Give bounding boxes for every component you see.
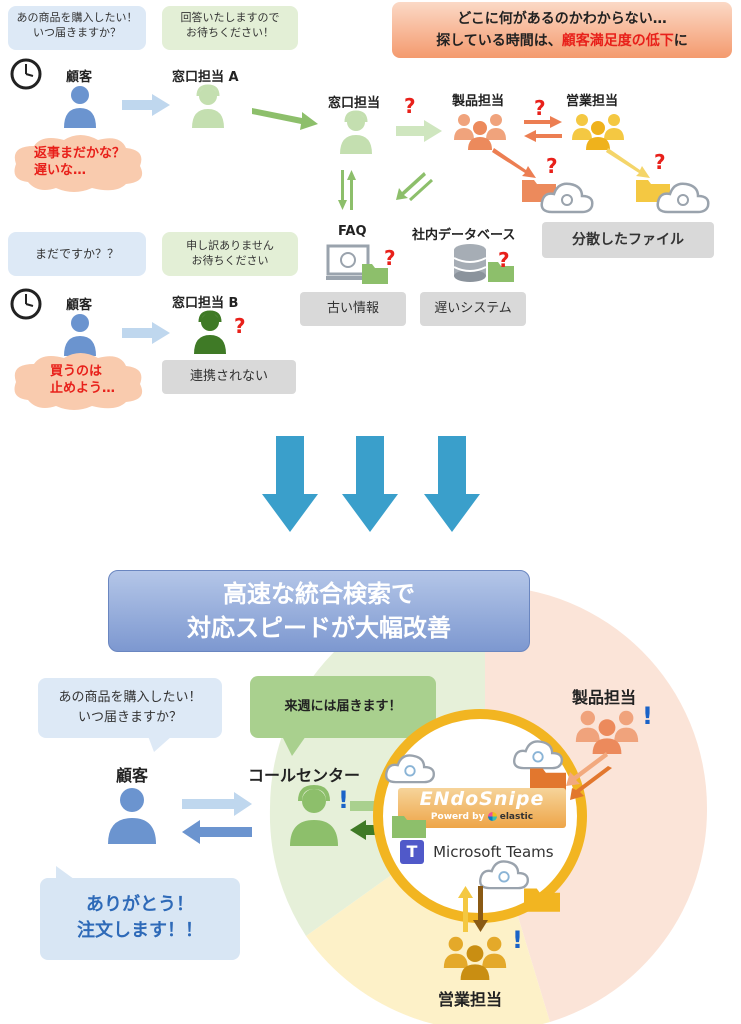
center-agent-label: 窓口担当 bbox=[328, 96, 381, 111]
customer-b-thought-cloud bbox=[14, 353, 143, 410]
faq-outdated-box: 古い情報 bbox=[300, 292, 406, 326]
solution-banner: 高速な統合検索で 対応スピードが大幅改善 bbox=[108, 570, 530, 652]
callcenter-speech-bubble: 来週には届きます！ bbox=[250, 676, 436, 738]
agent-a-headset-person-icon bbox=[192, 84, 224, 128]
product-staff-label-bottom: 製品担当 bbox=[572, 688, 637, 707]
cloud-sync-icon bbox=[540, 182, 594, 214]
double-arrow-icon bbox=[524, 116, 562, 142]
bubble-tail bbox=[148, 736, 172, 752]
agent-a-label: 窓口担当 A bbox=[172, 70, 239, 85]
arrow-right-icon bbox=[396, 120, 442, 142]
clock-icon bbox=[10, 58, 42, 90]
teams-text: Microsoft Teams bbox=[433, 843, 554, 861]
question-mark-center: ? bbox=[404, 94, 416, 118]
question-mark-files-1: ? bbox=[546, 154, 558, 178]
customer-b-person-icon bbox=[64, 314, 96, 356]
cloud-sync-icon bbox=[656, 182, 710, 214]
callcenter-headset-person-icon bbox=[290, 784, 338, 846]
customer-a-thought-cloud bbox=[14, 135, 143, 192]
customer-a-person-icon bbox=[64, 86, 96, 128]
sales-team-icon bbox=[443, 936, 507, 980]
cloud-sync-icon bbox=[513, 740, 563, 770]
agent-b-label: 窓口担当 B bbox=[172, 296, 239, 311]
faq-label: FAQ bbox=[338, 224, 367, 239]
cloud-sync-icon bbox=[385, 754, 435, 784]
question-mark-files-2: ? bbox=[654, 150, 666, 174]
question-mark-product: ? bbox=[534, 96, 546, 120]
arrow-right-icon bbox=[182, 792, 252, 816]
internal-database-label: 社内データベース bbox=[412, 228, 516, 243]
arrow-left-icon bbox=[182, 820, 252, 844]
callcenter-label: コールセンター bbox=[248, 766, 361, 785]
endosnipe-logo: ENdoSnipe Powerd by elastic bbox=[398, 788, 566, 828]
endosnipe-logo-text: ENdoSnipe bbox=[419, 788, 545, 810]
down-arrow-icon bbox=[424, 436, 480, 532]
question-mark-agent-b: ? bbox=[234, 314, 246, 338]
customer-b-label: 顧客 bbox=[66, 298, 93, 313]
not-linked-box: 連携されない bbox=[162, 360, 296, 394]
product-team-icon bbox=[454, 114, 506, 150]
arrow-right-icon bbox=[122, 94, 170, 116]
bubble-tail bbox=[282, 736, 306, 756]
folder-icon bbox=[530, 768, 566, 792]
question-mark-faq: ? bbox=[384, 246, 396, 270]
double-arrow-vertical-icon bbox=[338, 170, 356, 210]
sales-team-icon bbox=[572, 114, 624, 150]
customer-b-thought-text: 買うのは 止めよう… bbox=[50, 364, 116, 396]
solution-banner-line-1: 高速な統合検索で bbox=[223, 580, 415, 608]
double-arrow-icon bbox=[396, 172, 434, 202]
database-icon bbox=[453, 244, 514, 282]
customer-label: 顧客 bbox=[116, 766, 149, 785]
exclamation-sales: ! bbox=[512, 926, 523, 954]
sales-staff-label-bottom: 営業担当 bbox=[438, 990, 503, 1009]
customer-speech-bubble: あの商品を購入したい！ いつ届きますか？ bbox=[38, 678, 222, 738]
teams-icon: T bbox=[400, 840, 424, 864]
customer-a-thought-text: 返事まだかな？ 遅いな… bbox=[34, 146, 126, 178]
solution-banner-line-2: 対応スピードが大幅改善 bbox=[187, 614, 451, 642]
product-staff-label: 製品担当 bbox=[452, 94, 505, 109]
customer-reply-box: ありがとう！ 注文します！！ bbox=[40, 878, 240, 960]
question-mark-db: ? bbox=[498, 248, 510, 272]
exclamation-callcenter: ! bbox=[338, 786, 349, 814]
double-arrow-icon bbox=[606, 148, 650, 178]
cloud-sync-icon bbox=[479, 860, 529, 890]
banner-line-1: どこに何があるのかわからない… bbox=[457, 11, 667, 27]
db-slow-box: 遅いシステム bbox=[420, 292, 526, 326]
product-team-icon bbox=[575, 710, 639, 754]
customer-b-speech-bubble: まだですか？？ bbox=[8, 232, 146, 276]
clock-icon bbox=[10, 288, 42, 320]
exclamation-product: ! bbox=[642, 702, 653, 730]
endosnipe-powered-by: Powerd by elastic bbox=[430, 812, 534, 822]
customer-a-speech-bubble: あの商品を購入したい！ いつ届きますか？ bbox=[8, 6, 146, 50]
customer-a-label: 顧客 bbox=[66, 70, 93, 85]
agent-a-speech-bubble: 回答いたしますので お待ちください！ bbox=[162, 6, 298, 50]
problem-banner: どこに何があるのかわからない… 探している時間は、顧客満足度の低下に bbox=[392, 2, 732, 58]
down-arrow-icon bbox=[262, 436, 318, 532]
center-agent-headset-person-icon bbox=[340, 110, 372, 154]
customer-person-icon bbox=[108, 788, 156, 844]
distributed-files-box: 分散したファイル bbox=[542, 222, 714, 258]
folder-icon bbox=[524, 888, 560, 912]
elastic-logo-icon bbox=[487, 812, 497, 821]
arrow-right-icon bbox=[252, 108, 318, 130]
double-arrow-icon bbox=[566, 752, 612, 800]
down-arrow-icon bbox=[342, 436, 398, 532]
monitor-web-icon bbox=[326, 244, 388, 284]
microsoft-teams-logo: T Microsoft Teams bbox=[400, 840, 554, 864]
sales-staff-label: 営業担当 bbox=[566, 94, 619, 109]
agent-b-speech-bubble: 申し訳ありません お待ちください bbox=[162, 232, 298, 276]
double-arrow-vertical-icon bbox=[458, 886, 488, 932]
arrow-right-icon bbox=[122, 322, 170, 344]
agent-b-headset-person-icon bbox=[194, 310, 226, 354]
folder-icon bbox=[392, 816, 426, 838]
double-arrow-icon bbox=[492, 148, 536, 178]
banner-line-2: 探している時間は、顧客満足度の低下に bbox=[436, 33, 688, 49]
